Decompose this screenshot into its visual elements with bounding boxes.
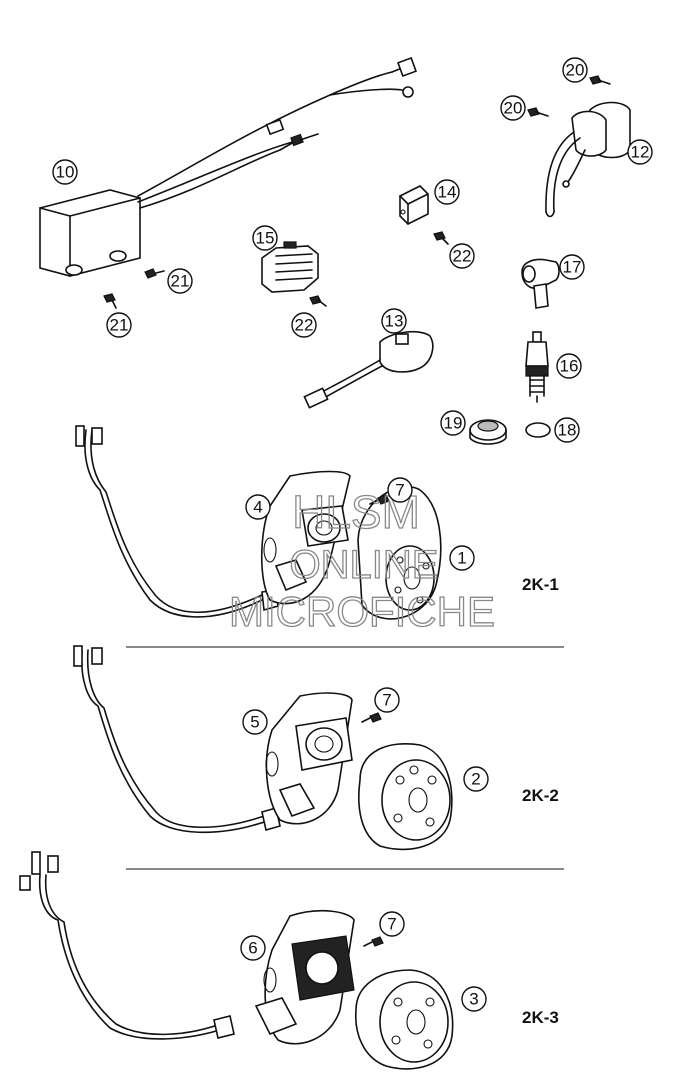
screw-21b: [103, 293, 117, 309]
svg-text:15: 15: [256, 229, 275, 248]
callout-10: 10: [52, 159, 78, 185]
svg-text:10: 10: [56, 163, 75, 182]
svg-text:20: 20: [566, 61, 585, 80]
flywheel-2k2: [358, 743, 453, 851]
svg-text:17: 17: [563, 258, 582, 277]
variant-label-2k3: 2K-3: [522, 1008, 559, 1027]
callout-20a: 20: [562, 57, 588, 83]
callout-21b: 21: [106, 312, 132, 338]
voltage-regulator: [261, 241, 319, 293]
callout-12: 12: [627, 139, 653, 165]
svg-text:3: 3: [469, 990, 478, 1009]
variant-label-2k1: 2K-1: [522, 575, 559, 594]
watermark: HLSM ONLINE MICROFICHE: [228, 485, 495, 635]
callout-4: 4: [245, 494, 271, 520]
stator-assembly-2k3: [19, 851, 355, 1045]
svg-text:1: 1: [457, 549, 466, 568]
screw-7c: [363, 936, 384, 947]
svg-text:13: 13: [385, 312, 404, 331]
callout-16: 16: [556, 353, 582, 379]
callout-7b: 7: [374, 687, 400, 713]
ignition-coil: [545, 101, 631, 218]
callout-22b: 22: [449, 243, 475, 269]
stator-assembly-2k1: [75, 425, 351, 618]
stator-assembly-2k2: [73, 645, 353, 834]
svg-text:21: 21: [110, 316, 129, 335]
cdi-harness: [137, 57, 417, 209]
svg-text:22: 22: [453, 247, 472, 266]
svg-text:21: 21: [171, 272, 190, 291]
callout-18: 18: [554, 417, 580, 443]
screw-22a: [309, 295, 327, 307]
svg-text:12: 12: [631, 143, 650, 162]
pickup-sensor: [303, 330, 434, 409]
screw-7a: [369, 494, 390, 505]
relay-box: [399, 185, 429, 225]
watermark-line-2: ONLINE: [290, 543, 439, 587]
cdi-unit: [39, 189, 141, 277]
flywheel-2k1: [357, 485, 442, 620]
callout-3: 3: [461, 986, 487, 1012]
callout-22a: 22: [291, 312, 317, 338]
svg-text:20: 20: [504, 99, 523, 118]
watermark-line-3: MICROFICHE: [229, 588, 495, 635]
spark-plug-cap: [521, 258, 560, 309]
svg-text:14: 14: [438, 183, 457, 202]
svg-text:7: 7: [387, 915, 396, 934]
callout-15: 15: [252, 225, 278, 251]
svg-text:7: 7: [395, 481, 404, 500]
svg-text:19: 19: [444, 414, 463, 433]
shaft-seal: [469, 419, 507, 445]
callout-7c: 7: [379, 911, 405, 937]
screw-7b: [361, 712, 382, 723]
screw-20a: [589, 75, 611, 85]
svg-text:6: 6: [248, 939, 257, 958]
screw-21a: [144, 268, 165, 279]
screw-22b: [433, 231, 449, 245]
flywheel-2k3: [354, 969, 454, 1070]
callout-14: 14: [434, 179, 460, 205]
callout-7a: 7: [387, 477, 413, 503]
svg-text:22: 22: [295, 316, 314, 335]
svg-text:18: 18: [558, 421, 577, 440]
screw-20b: [527, 107, 549, 117]
callout-19: 19: [440, 410, 466, 436]
callout-13: 13: [381, 308, 407, 334]
callout-20b: 20: [500, 95, 526, 121]
callout-5: 5: [242, 709, 268, 735]
o-ring: [525, 422, 551, 438]
callout-21a: 21: [167, 268, 193, 294]
callout-6: 6: [240, 935, 266, 961]
svg-text:16: 16: [560, 357, 579, 376]
callout-2: 2: [463, 766, 489, 792]
svg-text:7: 7: [382, 691, 391, 710]
svg-text:4: 4: [253, 498, 262, 517]
spark-plug: [525, 331, 549, 403]
variant-label-2k2: 2K-2: [522, 786, 559, 805]
svg-text:5: 5: [250, 713, 259, 732]
svg-text:2: 2: [471, 770, 480, 789]
callout-1: 1: [449, 545, 475, 571]
callout-17: 17: [559, 254, 585, 280]
